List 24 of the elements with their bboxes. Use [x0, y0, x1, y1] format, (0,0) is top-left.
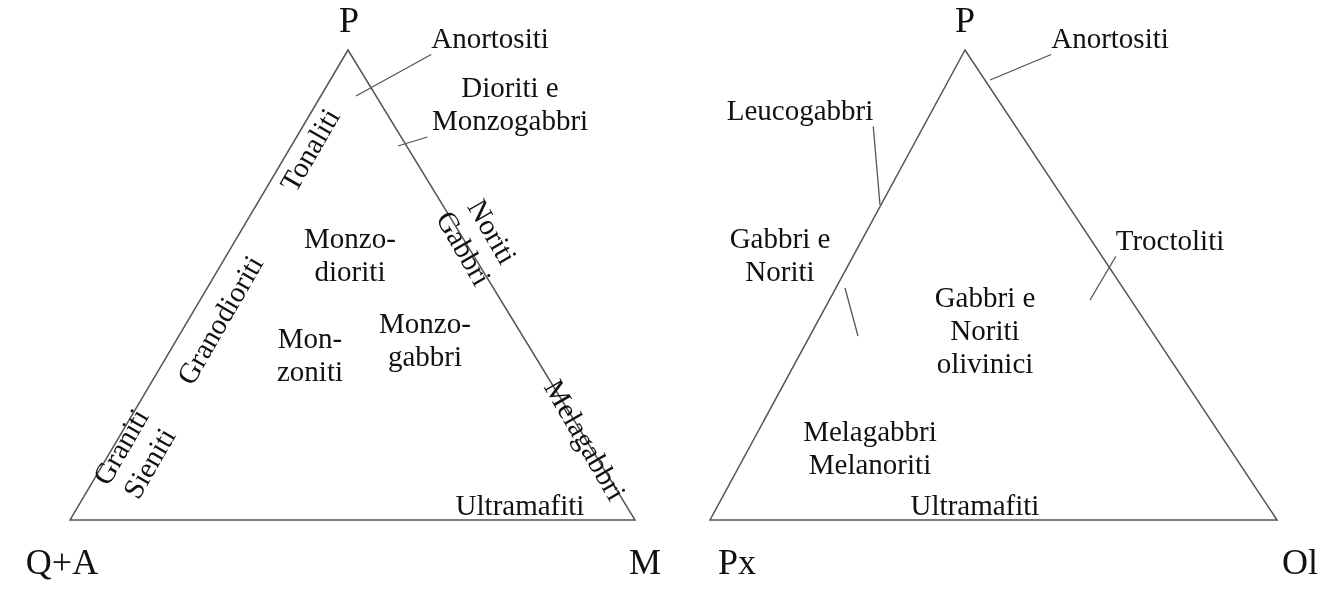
- region-label: Mon- zoniti: [275, 322, 344, 388]
- region-label: Monzo- gabbri: [378, 307, 472, 373]
- region-label: Monzo- dioriti: [303, 222, 397, 288]
- region-label: Anortositi: [1051, 21, 1169, 55]
- leader-line: [1089, 255, 1117, 301]
- region-label: Troctoliti: [1115, 223, 1225, 257]
- vertex-label: P: [954, 1, 976, 39]
- region-label: Dioriti e Monzogabbri: [427, 71, 593, 137]
- vertex-label: Ol: [1281, 543, 1319, 581]
- leader-line: [989, 53, 1052, 81]
- vertex-label: P: [338, 1, 360, 39]
- vertex-label: Px: [717, 543, 757, 581]
- vertex-label: Q+A: [24, 543, 100, 581]
- region-label: Gabbri e Noriti olivinici: [933, 280, 1037, 380]
- region-label: Ultramafiti: [909, 488, 1041, 522]
- leader-line: [872, 125, 881, 206]
- vertex-label: M: [628, 543, 662, 581]
- region-label: Gabbri e Noriti: [715, 222, 845, 288]
- leader-line: [844, 287, 859, 337]
- leader-line: [397, 136, 429, 147]
- region-label: Anortositi: [431, 21, 549, 55]
- region-label: Leucogabbri: [726, 93, 874, 127]
- leader-line: [355, 53, 432, 97]
- region-label: Melagabbri Melanoriti: [802, 415, 938, 481]
